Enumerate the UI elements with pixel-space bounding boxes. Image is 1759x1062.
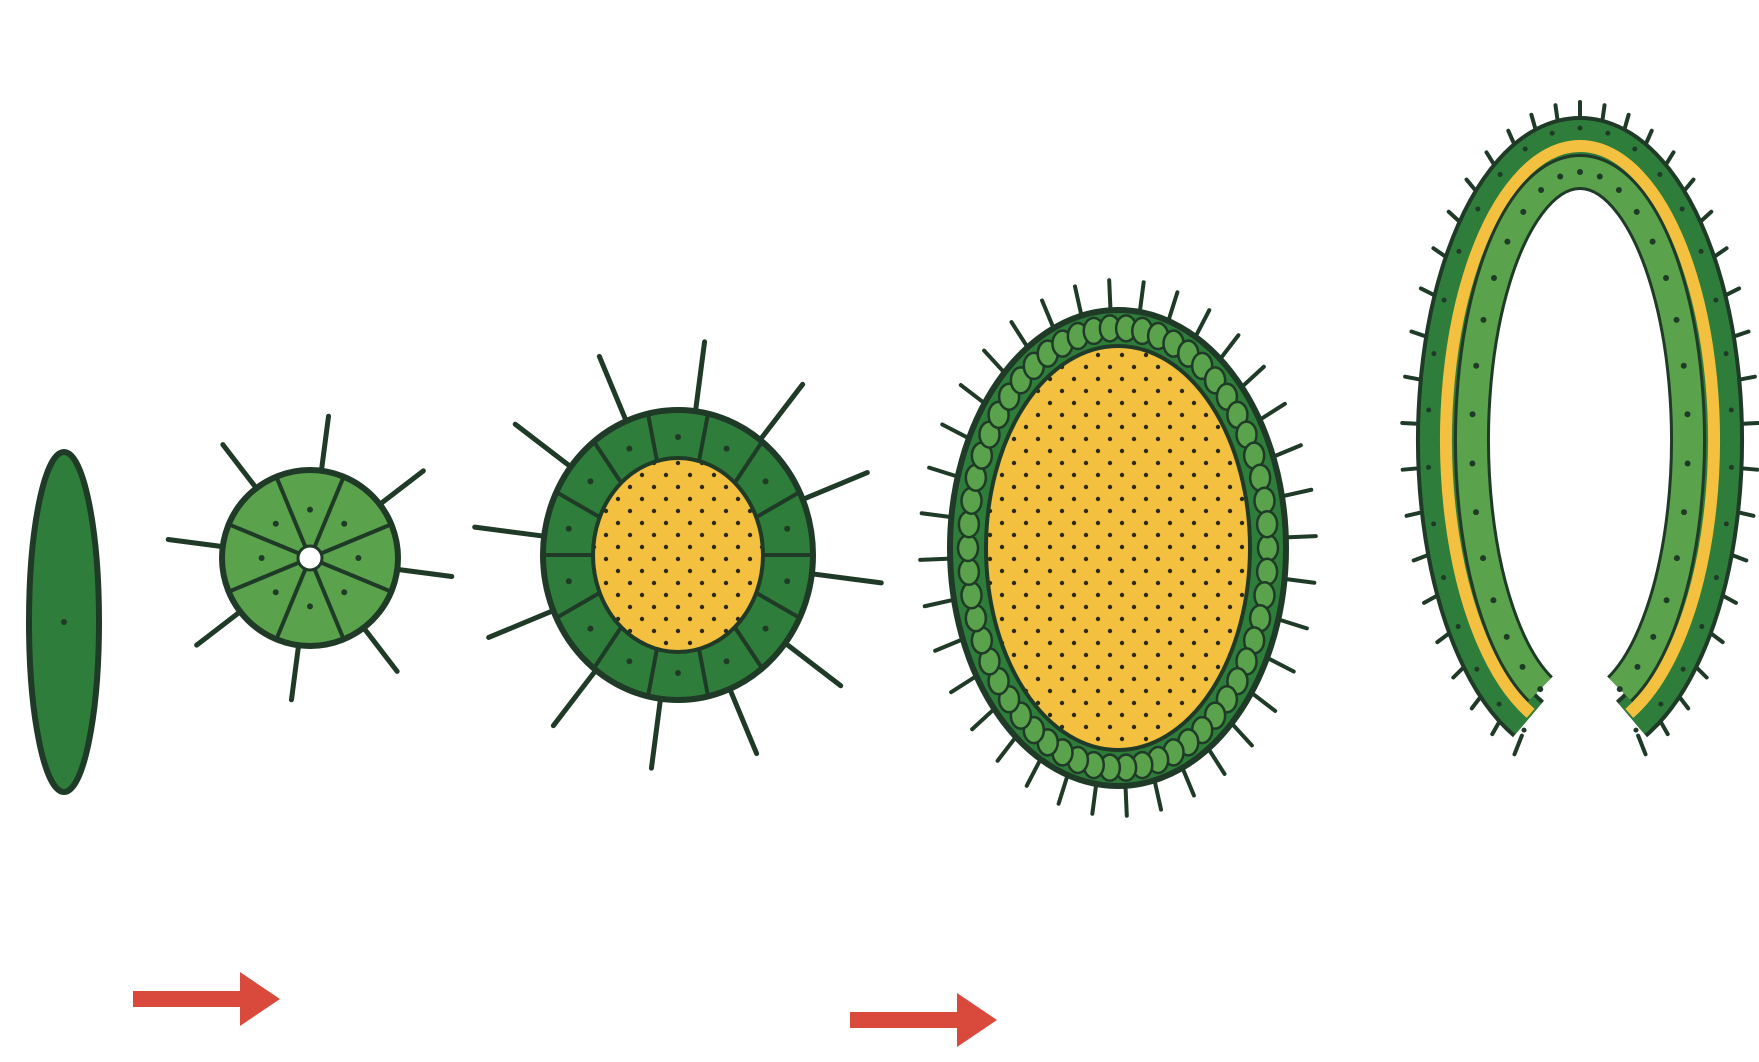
stage-large-ring-with-yolk: [920, 280, 1316, 815]
stage-c-shaped-folding: [1402, 102, 1758, 754]
stage-eight-cell-ball: [168, 416, 452, 700]
stage-ring-with-yolk: [475, 342, 882, 768]
arrow-1: [133, 972, 280, 1026]
stage-single-cell: [29, 452, 99, 792]
arrow-2: [850, 993, 997, 1047]
